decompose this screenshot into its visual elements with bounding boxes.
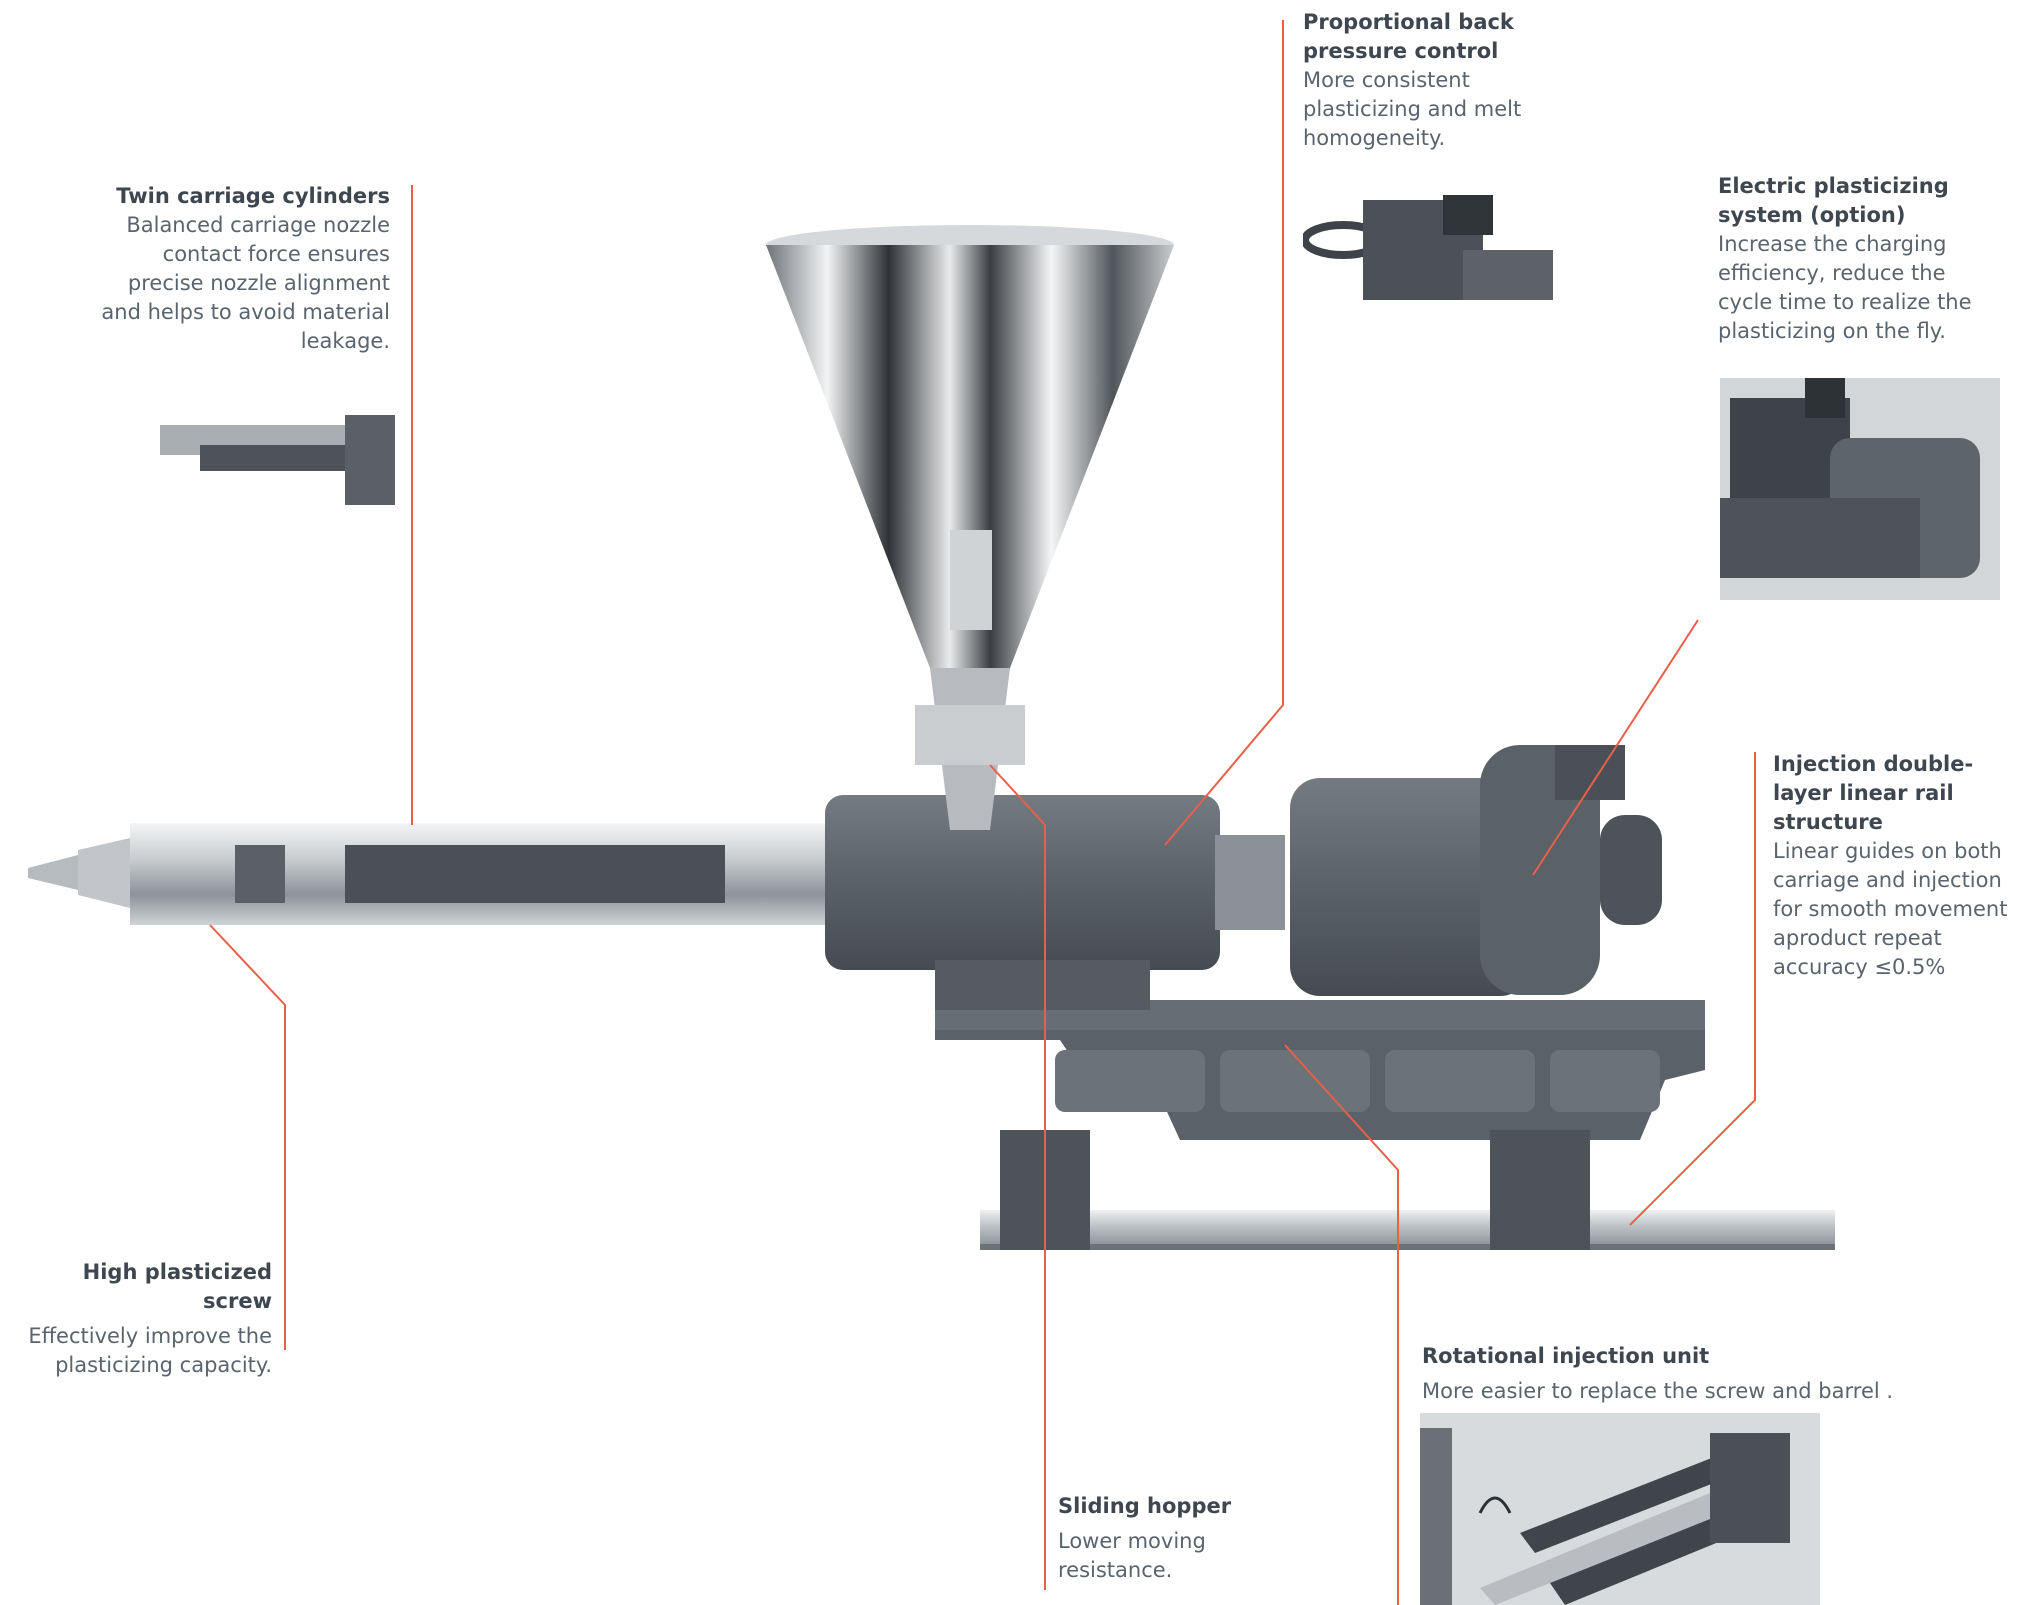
callout-title: Electric plasticizing system (option) (1718, 174, 1949, 227)
twin-carriage-photo (160, 395, 395, 505)
callout-back-pressure: Proportional back pressure control More … (1303, 8, 1558, 153)
callout-description: Linear guides on both carriage and injec… (1773, 839, 2008, 979)
rotational-unit-photo (1420, 1413, 1820, 1605)
callout-title: Proportional back pressure control (1303, 10, 1514, 63)
callout-title: High plasticized screw (82, 1260, 272, 1313)
callout-title: Sliding hopper (1058, 1494, 1232, 1518)
back-pressure-photo (1303, 180, 1553, 315)
callout-high-screw: High plasticized screw Effectively impro… (10, 1258, 272, 1380)
callout-sliding-hopper: Sliding hopper Lower moving resistance. (1058, 1492, 1258, 1585)
callout-description: More consistent plasticizing and melt ho… (1303, 68, 1522, 150)
callout-description: Increase the charging efficiency, reduce… (1718, 232, 1972, 343)
leader-back-pressure (1164, 20, 1284, 846)
electric-plasticizing-photo (1720, 378, 2000, 600)
injection-housing (825, 795, 1285, 1010)
callout-title: Rotational injection unit (1422, 1344, 1710, 1368)
leader-sliding-hopper (989, 764, 1046, 1590)
plasticizing-motor (1290, 745, 1662, 996)
leader-high-screw (209, 924, 286, 1350)
callout-rotational-unit: Rotational injection unit More easier to… (1422, 1342, 1982, 1406)
barrel (28, 823, 830, 925)
callout-title: Twin carriage cylinders (116, 184, 390, 208)
leader-rotational (1284, 1044, 1399, 1605)
callout-twin-carriage: Twin carriage cylinders Balanced carriag… (100, 182, 390, 356)
leader-rail (1629, 752, 1756, 1226)
callout-title: Injection double-layer linear rail struc… (1773, 752, 1974, 834)
hopper (766, 225, 1174, 830)
callout-double-layer-rail: Injection double-layer linear rail struc… (1773, 750, 2023, 982)
callout-description: More easier to replace the screw and bar… (1422, 1379, 1894, 1403)
leader-lines (209, 20, 1756, 1605)
callout-description: Lower moving resistance. (1058, 1529, 1206, 1582)
base-linear-rail (980, 1210, 1835, 1250)
callout-description: Effectively improve the plasticizing cap… (28, 1324, 272, 1377)
callout-electric-plasticizing: Electric plasticizing system (option) In… (1718, 172, 1998, 346)
callout-description: Balanced carriage nozzle contact force e… (101, 213, 390, 353)
leader-electric (1532, 619, 1699, 876)
